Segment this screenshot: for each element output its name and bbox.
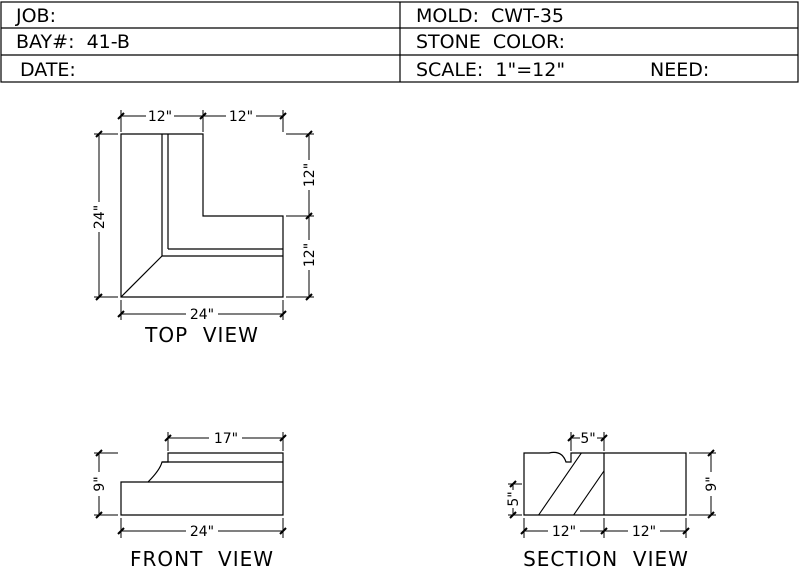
top-view-dim-top-right: 12" (229, 109, 253, 125)
section-view-outline (523, 451, 687, 516)
front-view-dimensions (94, 432, 284, 538)
top-view-dim-left: 24" (92, 205, 108, 229)
top-view-dimensions (94, 110, 314, 320)
front-view-dim-top: 17" (214, 431, 238, 447)
section-view-hatching (524, 452, 604, 515)
front-view-ticks (95, 434, 287, 535)
top-view-ticks (95, 112, 313, 318)
bay-label: BAY#: 41-B (16, 31, 130, 53)
section-view-geometry (523, 451, 687, 516)
section-view-ticks (509, 434, 715, 535)
stone-color-label: STONE COLOR: (416, 31, 565, 53)
top-view-dim-bottom: 24" (190, 307, 214, 323)
section-view-title: SECTION VIEW (523, 547, 689, 569)
need-label: NEED: (650, 59, 709, 81)
section-view-dim-top: 5" (580, 431, 595, 447)
front-view-title: FRONT VIEW (130, 547, 274, 569)
top-view-dim-right-lower: 12" (302, 243, 318, 267)
top-view-geometry (120, 133, 284, 298)
section-view-dimensions (508, 432, 716, 538)
date-label: DATE: (20, 59, 76, 81)
top-view-miter-line (120, 255, 163, 298)
top-view-dim-top-left: 12" (148, 109, 172, 125)
front-view-outline (120, 452, 284, 516)
title-block (0, 1, 799, 83)
scale-label: SCALE: 1"=12" (416, 59, 565, 81)
front-view-geometry (120, 452, 284, 516)
section-view-dim-bottom-left: 12" (552, 524, 576, 540)
section-view-dim-right: 9" (704, 476, 720, 491)
top-view-title: TOP VIEW (144, 323, 259, 347)
mold-label: MOLD: CWT-35 (416, 5, 564, 27)
section-view-dim-bottom-right: 12" (632, 524, 656, 540)
top-view-dim-right-upper: 12" (302, 163, 318, 187)
front-view-dim-bottom: 24" (190, 524, 214, 540)
section-view-dim-left: 5" (506, 491, 522, 506)
front-view-dim-left: 9" (92, 476, 108, 491)
job-label: JOB: (15, 5, 56, 27)
